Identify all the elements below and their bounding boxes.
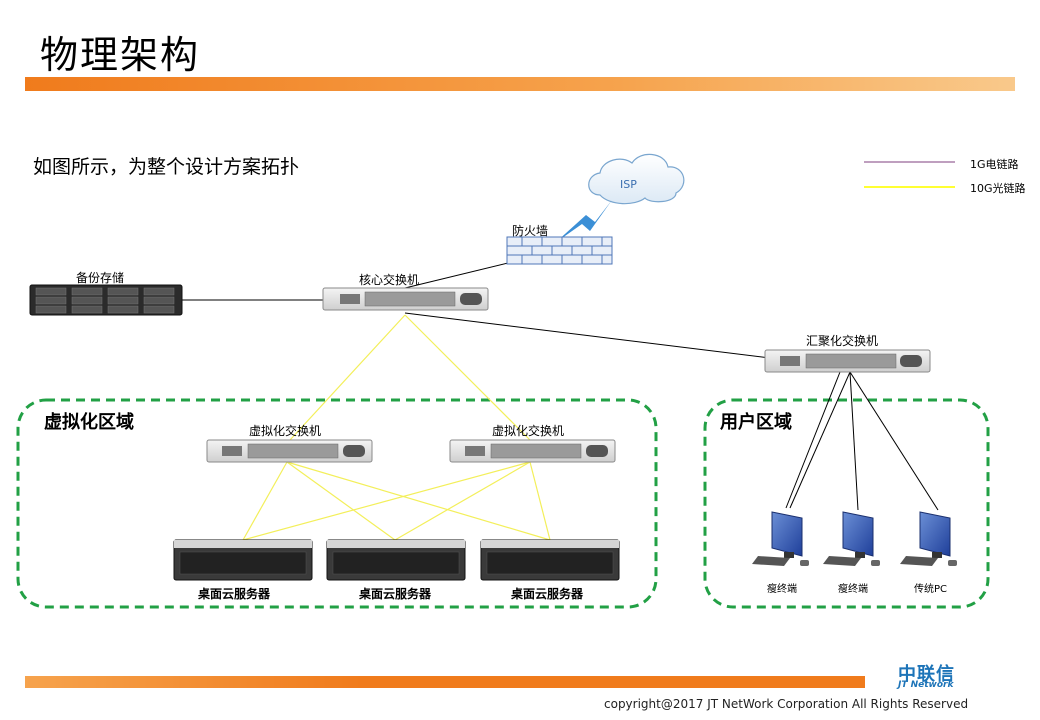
firewall-icon (506, 236, 613, 265)
core-switch-icon (322, 287, 489, 311)
isp-cloud-icon (588, 153, 685, 205)
title-accent-bar (25, 77, 1015, 91)
virt-switch-left-icon (206, 439, 373, 463)
company-logo-cn: 中联信 (898, 664, 955, 685)
core-switch-label: 核心交换机 (359, 273, 420, 287)
backup-storage-label: 备份存储 (76, 271, 125, 285)
server-2-label: 桌面云服务器 (359, 587, 432, 601)
pc-3-label: 传统PC (914, 584, 948, 595)
legend-fiber-label: 10G光链路 (970, 182, 1026, 195)
page-title: 物理架构 (40, 33, 201, 77)
aggregation-switch-icon (764, 349, 931, 373)
page-subtitle: 如图所示，为整个设计方案拓扑 (33, 156, 300, 178)
virtualization-zone-title: 虚拟化区域 (44, 412, 134, 433)
pc-2-label: 瘦终端 (838, 584, 868, 595)
copyright-text: copyright@2017 JT NetWork Corporation Al… (604, 697, 969, 711)
server-3-icon (480, 539, 620, 581)
server-1-icon (173, 539, 313, 581)
legend-copper-label: 1G电链路 (970, 158, 1019, 171)
user-zone (703, 398, 990, 609)
footer-accent-bar (25, 676, 865, 688)
firewall-label: 防火墙 (512, 224, 549, 238)
pc-2-icon (823, 511, 880, 566)
fiber-links (242, 314, 551, 541)
isp-label: ISP (620, 178, 637, 191)
virtualization-zone (16, 398, 658, 609)
server-3-label: 桌面云服务器 (511, 587, 584, 601)
aggregation-switch-label: 汇聚化交换机 (806, 334, 879, 348)
user-zone-title: 用户区域 (720, 412, 792, 433)
lightning-icon (555, 200, 612, 243)
pc-1-label: 瘦终端 (767, 584, 797, 595)
virt-switch-right-icon (449, 439, 616, 463)
virt-switch-right-label: 虚拟化交换机 (492, 424, 565, 438)
company-logo-en: JT Network (898, 680, 954, 690)
virt-switch-left-label: 虚拟化交换机 (249, 424, 322, 438)
server-1-label: 桌面云服务器 (198, 587, 271, 601)
copper-links (182, 261, 939, 511)
pc-3-icon (900, 511, 957, 566)
pc-1-icon (752, 511, 809, 566)
backup-storage-icon (29, 284, 183, 316)
server-2-icon (326, 539, 466, 581)
